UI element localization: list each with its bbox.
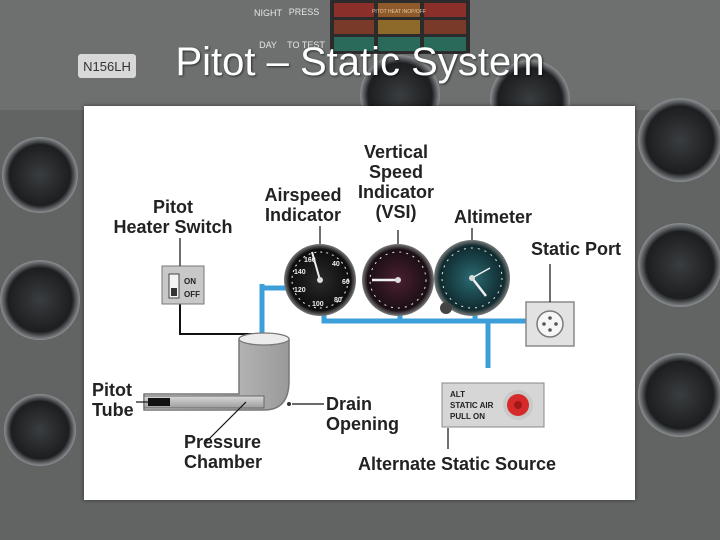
drain-opening-label: Drain Opening bbox=[326, 394, 399, 434]
asi-number: 140 bbox=[294, 269, 306, 276]
asi-number: 100 bbox=[312, 301, 324, 308]
pitot-heater-switch: ON OFF bbox=[161, 265, 205, 305]
alternate-static-source-label: Alternate Static Source bbox=[358, 454, 557, 474]
airspeed-label-line: Indicator bbox=[264, 205, 341, 225]
altimeter-label: Altimeter bbox=[454, 207, 533, 227]
heater-wire bbox=[179, 304, 259, 335]
vsi-label-line: Speed bbox=[368, 162, 424, 182]
altimeter-gauge bbox=[434, 240, 510, 316]
airspeed-label-line: Airspeed bbox=[264, 185, 342, 205]
pitot-heater-switch-label: Pitot Heater Switch bbox=[98, 197, 248, 237]
pitot-tube-label-line: Pitot bbox=[92, 380, 132, 400]
drain-label-line: Drain bbox=[326, 394, 373, 414]
drain-hole bbox=[287, 402, 291, 406]
alt-placard-line2: STATIC AIR bbox=[450, 401, 494, 410]
background-gauge bbox=[4, 394, 76, 466]
registration-text: N156LH bbox=[83, 59, 131, 74]
background-gauge bbox=[0, 260, 80, 340]
slide-title: Pitot – Static System bbox=[175, 40, 545, 84]
background-gauge bbox=[638, 98, 720, 182]
asi-number: 160 bbox=[304, 257, 316, 264]
pitot-heater-label-line: Heater Switch bbox=[113, 217, 233, 237]
diagram-panel: 40 60 80 100 120 140 160 bbox=[84, 106, 635, 500]
switch-on-label: ON bbox=[184, 277, 196, 286]
background-gauge bbox=[2, 137, 78, 213]
alt-placard-line3: PULL ON bbox=[450, 412, 485, 421]
drain-label-line: Opening bbox=[326, 414, 399, 434]
night-label: NIGHT bbox=[254, 8, 283, 18]
static-line-main bbox=[321, 294, 537, 324]
leader-lines bbox=[136, 226, 551, 449]
vsi-label: Vertical Speed Indicator (VSI) bbox=[356, 142, 436, 222]
pitot-tube-assembly bbox=[143, 332, 291, 411]
pitot-heater-label-line: Pitot bbox=[153, 197, 193, 217]
vsi-label-line: (VSI) bbox=[375, 202, 417, 222]
annunciator-text: PITOT HEAT INOP/OFF bbox=[372, 9, 426, 15]
pressure-chamber-label-line: Chamber bbox=[184, 452, 263, 472]
static-port-label: Static Port bbox=[531, 239, 622, 259]
airspeed-indicator-label: Airspeed Indicator bbox=[258, 185, 348, 225]
pressure-chamber-label-line: Pressure bbox=[184, 432, 262, 452]
static-lines bbox=[321, 294, 537, 368]
press-label: PRESS bbox=[289, 7, 320, 17]
to-test-label: TO TEST bbox=[287, 40, 325, 50]
background-gauge bbox=[638, 353, 720, 437]
pitot-line bbox=[259, 285, 289, 338]
pitot-tube-label: Pitot Tube bbox=[92, 380, 134, 420]
pitot-tube-label-line: Tube bbox=[92, 400, 134, 420]
vertical-speed-indicator bbox=[362, 244, 434, 316]
asi-number: 80 bbox=[334, 297, 342, 304]
pitot-static-diagram: 40 60 80 100 120 140 160 bbox=[136, 226, 575, 449]
asi-number: 120 bbox=[294, 287, 306, 294]
background-gauge bbox=[638, 223, 720, 307]
pressure-chamber-label: Pressure Chamber bbox=[184, 432, 262, 472]
asi-number: 60 bbox=[342, 279, 350, 286]
vsi-label-line: Indicator bbox=[357, 182, 434, 202]
switch-off-label: OFF bbox=[184, 290, 200, 299]
day-label: DAY bbox=[259, 40, 277, 50]
airspeed-indicator: 40 60 80 100 120 140 160 bbox=[284, 244, 356, 316]
asi-number: 40 bbox=[332, 261, 340, 268]
altimeter-knob bbox=[440, 302, 452, 314]
static-port bbox=[525, 301, 575, 347]
alternate-static-source: ALT STATIC AIR PULL ON bbox=[441, 382, 545, 428]
alt-placard-line1: ALT bbox=[450, 390, 465, 399]
registration-placard bbox=[78, 54, 136, 78]
vsi-label-line: Vertical bbox=[363, 142, 429, 162]
